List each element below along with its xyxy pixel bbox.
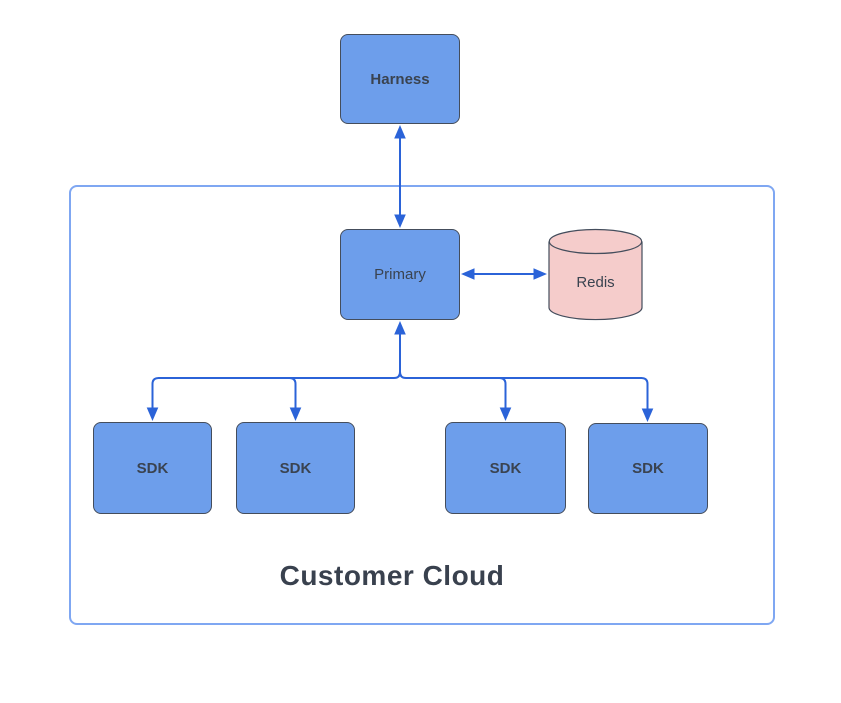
node-sdk-4: SDK <box>588 423 708 514</box>
node-sdk-4-label: SDK <box>632 460 664 477</box>
node-primary: Primary <box>340 229 460 320</box>
customer-cloud-container <box>69 185 775 625</box>
database-cylinder-icon <box>548 228 643 321</box>
node-redis: Redis <box>548 228 643 321</box>
node-primary-label: Primary <box>374 266 426 283</box>
node-sdk-3: SDK <box>445 422 566 514</box>
node-sdk-2: SDK <box>236 422 355 514</box>
node-harness-label: Harness <box>370 70 430 88</box>
node-sdk-1-label: SDK <box>136 459 169 477</box>
node-sdk-2-label: SDK <box>279 459 312 477</box>
node-harness: Harness <box>340 34 460 124</box>
container-title: Customer Cloud <box>279 560 505 591</box>
node-sdk-3-label: SDK <box>489 459 522 477</box>
node-redis-label: Redis <box>576 274 615 291</box>
node-sdk-1: SDK <box>93 422 212 514</box>
